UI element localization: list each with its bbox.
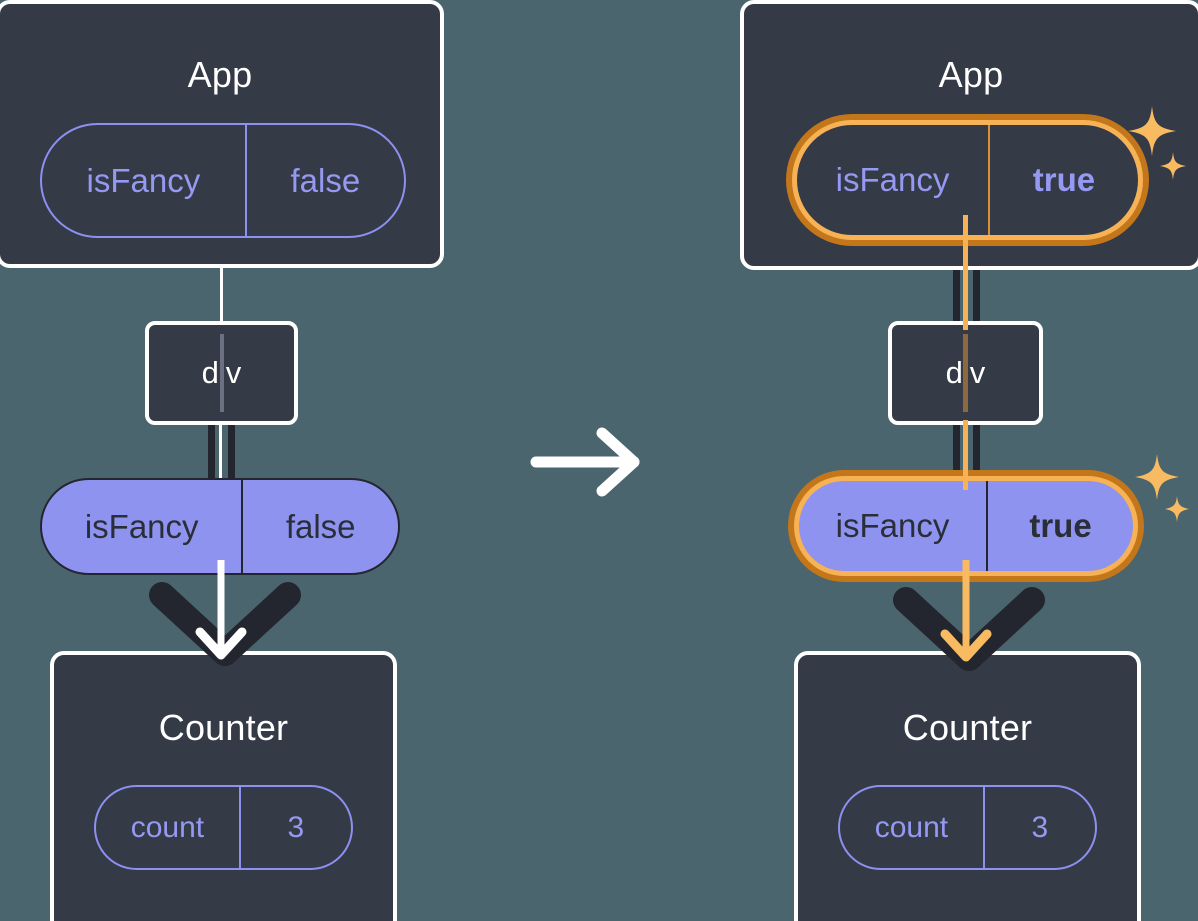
prop-value: false [241,480,398,573]
app-state-pill-before: isFancy false [40,123,406,238]
counter-panel-title: Counter [902,707,1033,748]
prop-key: isFancy [84,507,199,545]
state-value: 3 [982,787,1095,868]
prop-arrow-shaft-after [940,560,992,662]
prop-key: isFancy [835,507,950,544]
counter-state-pill-after: count 3 [838,785,1097,870]
state-key: isFancy [835,161,950,198]
connector-div-to-prop-left [219,420,222,490]
counter-panel-before: Counter count 3 [50,651,397,921]
counter-panel-title: Counter [158,707,289,748]
state-value: true [987,125,1138,235]
connector-through-div-left [220,334,224,412]
connector-rail-left-a [208,420,215,490]
state-key: count [874,810,949,844]
connector-rail-right-c [953,420,960,490]
sparkles-icon-app [1128,106,1186,180]
prop-value: true [986,481,1133,571]
prop-pill-after: isFancy true [799,481,1133,571]
state-value: false [244,125,404,236]
prop-pill-before: isFancy false [40,478,400,575]
prop-arrow-shaft-before [195,560,247,660]
app-panel-title: App [187,54,253,95]
sparkles-icon-prop [1135,454,1189,522]
connector-rail-right-a [953,215,960,330]
counter-panel-after: Counter count 3 [794,651,1141,921]
connector-through-div-right [963,334,968,412]
counter-state-pill-before: count 3 [94,785,353,870]
state-value: 3 [238,787,351,868]
app-panel-title: App [938,54,1004,95]
transition-arrow-icon [530,427,640,497]
connector-rail-right-d [973,420,980,490]
connector-div-to-prop-right [963,420,968,490]
connector-app-to-div-left [220,262,223,324]
connector-app-to-div-right [963,215,968,330]
state-key: count [130,810,205,844]
connector-rail-right-b [973,215,980,330]
connector-rail-left-b [228,420,235,490]
highlight-ring-inner: isFancy true [794,476,1138,576]
app-panel-before: App isFancy false [0,0,444,268]
state-key: isFancy [86,161,201,199]
